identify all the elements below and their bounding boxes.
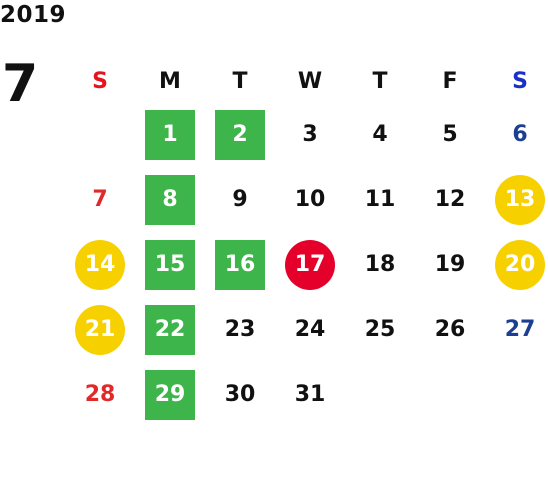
- calendar-week-row: 7 8 9 10 11 12 13: [65, 167, 548, 232]
- calendar-day-23: 23: [224, 317, 256, 342]
- calendar-day-9: 9: [232, 187, 248, 212]
- weekday-cell: T: [345, 60, 415, 102]
- weekday-saturday: S: [512, 68, 528, 94]
- calendar-day-cell[interactable]: 26: [415, 297, 485, 362]
- calendar-day-12: 12: [434, 187, 466, 212]
- calendar-day-cell[interactable]: 15: [135, 232, 205, 297]
- calendar-day-19: 19: [434, 252, 466, 277]
- calendar-day-cell: [345, 362, 415, 427]
- calendar-day-22: 22: [145, 304, 195, 355]
- calendar-day-cell[interactable]: 28: [65, 362, 135, 427]
- calendar-day-26: 26: [434, 317, 466, 342]
- calendar-day-10: 10: [294, 187, 326, 212]
- calendar-day-17: 17: [285, 239, 335, 290]
- calendar-day-cell[interactable]: 9: [205, 167, 275, 232]
- calendar-day-cell[interactable]: 11: [345, 167, 415, 232]
- calendar-day-4: 4: [372, 122, 388, 147]
- weekday-cell: T: [205, 60, 275, 102]
- calendar-day-cell[interactable]: 8: [135, 167, 205, 232]
- calendar-day-cell[interactable]: 30: [205, 362, 275, 427]
- calendar-day-cell[interactable]: 23: [205, 297, 275, 362]
- calendar-day-cell: [485, 362, 548, 427]
- calendar-day-cell[interactable]: 12: [415, 167, 485, 232]
- calendar-week-row: 21 22 23 24 25 26 27: [65, 297, 548, 362]
- calendar-day-cell[interactable]: 19: [415, 232, 485, 297]
- weekday-wednesday: W: [297, 68, 323, 94]
- calendar-day-2: 2: [215, 109, 265, 160]
- calendar-day-18: 18: [364, 252, 396, 277]
- weekday-header-row: S M T W T F S: [65, 60, 548, 102]
- calendar-day-1: 1: [145, 109, 195, 160]
- calendar-month: 7: [2, 54, 39, 114]
- calendar-day-cell[interactable]: 1: [135, 102, 205, 167]
- calendar-day-20: 20: [495, 239, 545, 290]
- calendar-week-row: 14 15 16 17 18 19 20: [65, 232, 548, 297]
- calendar-day-cell[interactable]: 29: [135, 362, 205, 427]
- calendar-day-cell[interactable]: 13: [485, 167, 548, 232]
- calendar-day-cell[interactable]: 10: [275, 167, 345, 232]
- calendar-day-31: 31: [294, 382, 326, 407]
- calendar-day-cell[interactable]: 16: [205, 232, 275, 297]
- calendar-week-row: 28 29 30 31: [65, 362, 548, 427]
- weekday-cell: M: [135, 60, 205, 102]
- calendar-day-cell[interactable]: 7: [65, 167, 135, 232]
- calendar-day-5: 5: [442, 122, 458, 147]
- calendar-day-25: 25: [364, 317, 396, 342]
- calendar-day-cell[interactable]: 2: [205, 102, 275, 167]
- weekday-thursday: T: [372, 68, 388, 94]
- calendar-day-cell[interactable]: 4: [345, 102, 415, 167]
- weekday-tuesday: T: [232, 68, 248, 94]
- calendar-day-8: 8: [145, 174, 195, 225]
- calendar-day-cell[interactable]: 6: [485, 102, 548, 167]
- calendar-day-cell[interactable]: 17: [275, 232, 345, 297]
- weekday-cell: S: [65, 60, 135, 102]
- calendar-day-cell[interactable]: 5: [415, 102, 485, 167]
- calendar-day-15: 15: [145, 239, 195, 290]
- calendar-day-29: 29: [145, 369, 195, 420]
- calendar-day-cell[interactable]: 14: [65, 232, 135, 297]
- weekday-monday: M: [159, 68, 181, 94]
- calendar-day-cell[interactable]: 31: [275, 362, 345, 427]
- calendar-day-cell[interactable]: 24: [275, 297, 345, 362]
- weekday-sunday: S: [92, 68, 108, 94]
- calendar-day-13: 13: [495, 174, 545, 225]
- calendar-day-24: 24: [294, 317, 326, 342]
- calendar-day-cell[interactable]: 27: [485, 297, 548, 362]
- calendar-day-cell: [415, 362, 485, 427]
- calendar-day-27: 27: [504, 317, 536, 342]
- weekday-cell: W: [275, 60, 345, 102]
- calendar-day-11: 11: [364, 187, 396, 212]
- calendar-day-cell[interactable]: 20: [485, 232, 548, 297]
- calendar-day-6: 6: [512, 122, 528, 147]
- calendar-day-cell[interactable]: 25: [345, 297, 415, 362]
- calendar-day-7: 7: [92, 187, 108, 212]
- calendar-day-30: 30: [224, 382, 256, 407]
- calendar-day-3: 3: [302, 122, 318, 147]
- calendar-day-cell[interactable]: 3: [275, 102, 345, 167]
- calendar-day-14: 14: [75, 239, 125, 290]
- weekday-friday: F: [442, 68, 458, 94]
- calendar-day-cell: [65, 102, 135, 167]
- calendar-day-cell[interactable]: 21: [65, 297, 135, 362]
- calendar-day-cell[interactable]: 22: [135, 297, 205, 362]
- calendar-day-21: 21: [75, 304, 125, 355]
- weekday-cell: S: [485, 60, 548, 102]
- weekday-cell: F: [415, 60, 485, 102]
- calendar-day-16: 16: [215, 239, 265, 290]
- calendar-day-cell[interactable]: 18: [345, 232, 415, 297]
- calendar-year: 2019: [0, 2, 67, 28]
- calendar-day-28: 28: [84, 382, 116, 407]
